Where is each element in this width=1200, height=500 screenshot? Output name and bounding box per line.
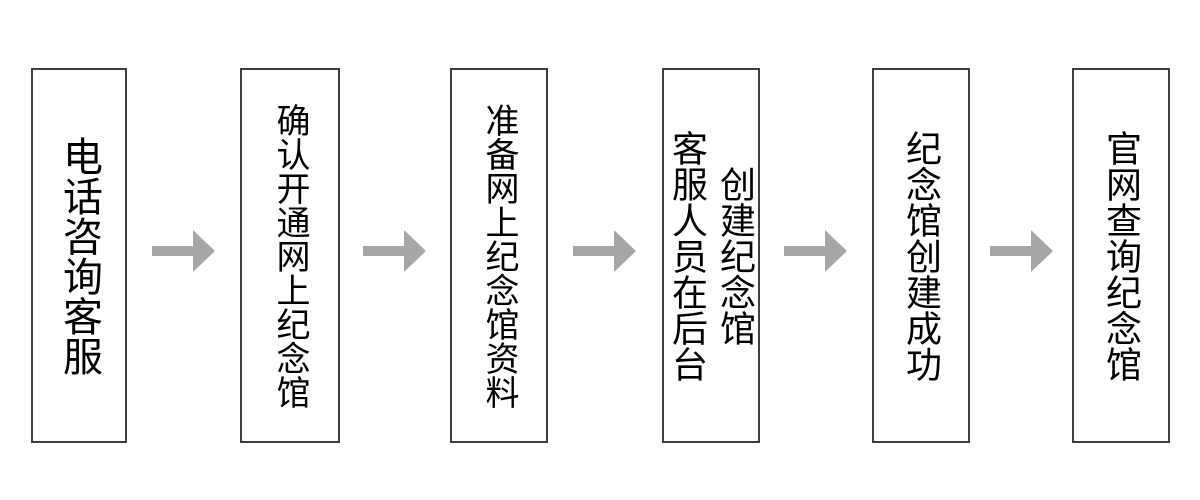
flow-arrow-2 bbox=[363, 230, 426, 272]
flow-step-4: 客服人员在后台 创建纪念馆 bbox=[662, 68, 760, 443]
flow-arrow-3 bbox=[573, 230, 636, 272]
flow-step-3-label: 准备网上纪念馆资料 bbox=[480, 102, 518, 409]
flow-step-1-label: 电话咨询客服 bbox=[57, 135, 101, 376]
flow-step-1: 电话咨询客服 bbox=[31, 68, 127, 443]
flow-arrow-4 bbox=[784, 230, 847, 272]
flow-arrow-1 bbox=[152, 230, 215, 272]
flow-step-4-label-column-2: 创建纪念馆 bbox=[715, 165, 756, 346]
flow-step-5: 纪念馆创建成功 bbox=[872, 68, 970, 443]
flow-step-5-label: 纪念馆创建成功 bbox=[901, 129, 942, 382]
flow-step-6: 官网查询纪念馆 bbox=[1072, 68, 1170, 443]
flow-step-2: 确认开通网上纪念馆 bbox=[240, 68, 340, 443]
flow-arrow-5 bbox=[990, 230, 1053, 272]
flow-step-2-label: 确认开通网上纪念馆 bbox=[271, 102, 309, 409]
flow-step-3: 准备网上纪念馆资料 bbox=[450, 68, 548, 443]
flow-step-6-label: 官网查询纪念馆 bbox=[1101, 129, 1142, 382]
flow-step-4-label-column-1: 客服人员在后台 bbox=[667, 129, 708, 382]
